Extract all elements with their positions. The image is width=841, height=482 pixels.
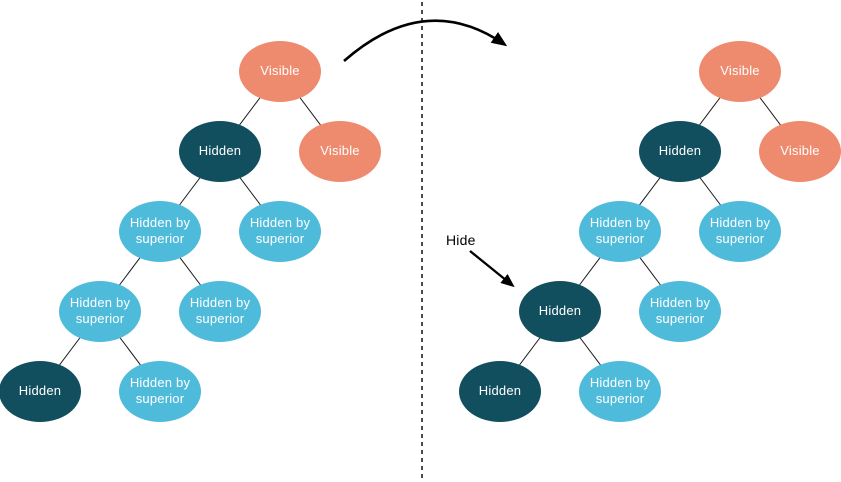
tree-edge bbox=[99, 230, 161, 312]
transition-arrow bbox=[343, 19, 508, 62]
tree-edge bbox=[619, 230, 681, 312]
tree-edge bbox=[679, 70, 741, 152]
tree-edge bbox=[679, 150, 741, 232]
tree-edge bbox=[39, 310, 101, 392]
tree-edge bbox=[559, 230, 621, 312]
tree-edge bbox=[499, 310, 561, 392]
tree-before-edges bbox=[39, 70, 341, 392]
hide-pointer-arrow bbox=[469, 250, 515, 288]
tree-edge bbox=[559, 310, 621, 392]
tree-edge bbox=[219, 150, 281, 232]
tree-edge bbox=[99, 310, 161, 392]
hide-label: Hide bbox=[446, 232, 476, 248]
tree-edge bbox=[279, 70, 341, 152]
tree-edge bbox=[219, 70, 281, 152]
tree-edge bbox=[619, 150, 681, 232]
tree-after-edges bbox=[499, 70, 801, 392]
tree-edge bbox=[739, 70, 801, 152]
tree-edge bbox=[159, 150, 221, 232]
tree-edge bbox=[159, 230, 221, 312]
